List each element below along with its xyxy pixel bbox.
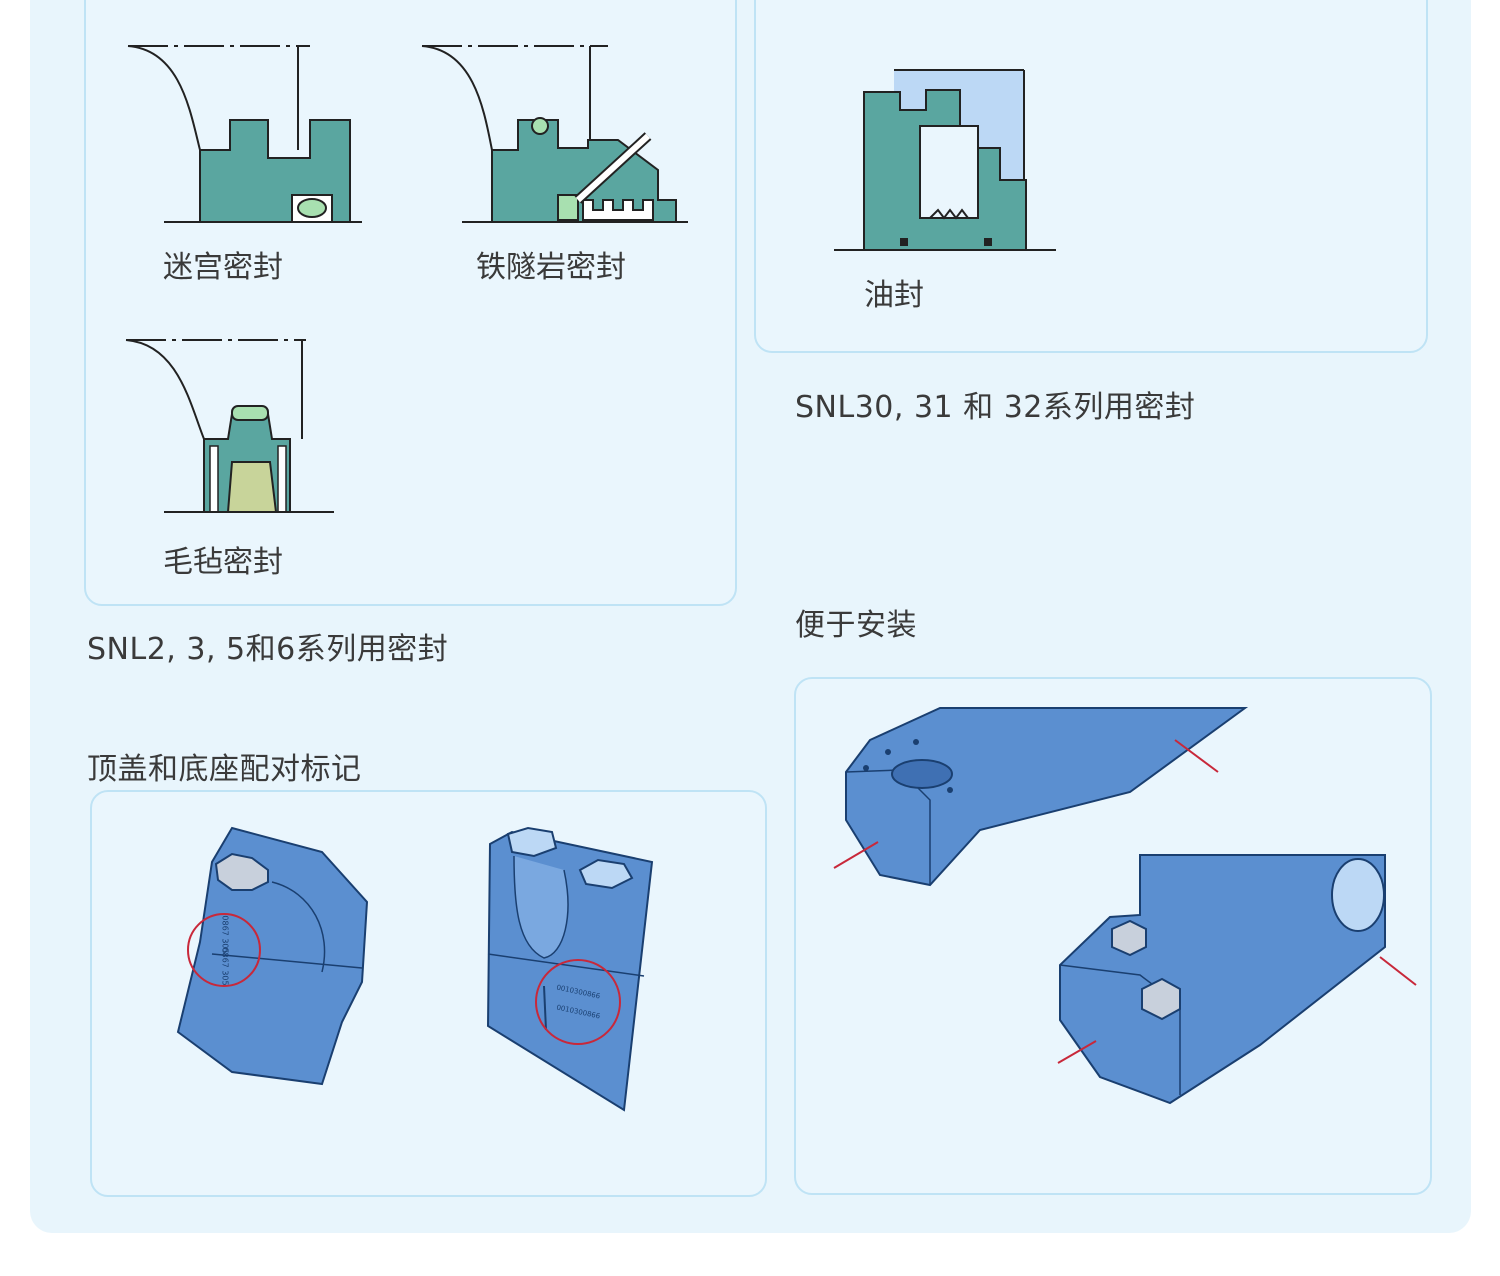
housing-base-lower bbox=[1057, 854, 1417, 1105]
housing-base-upper bbox=[833, 707, 1249, 887]
seal-label-felt: 毛毡密封 bbox=[163, 545, 283, 580]
oil-seal-diagram bbox=[834, 69, 1056, 251]
install-title: 便于安装 bbox=[795, 608, 917, 643]
taconite-seal-diagram bbox=[421, 45, 688, 223]
seals-caption-left: SNL2, 3, 5和6系列用密封 bbox=[87, 632, 449, 667]
marking-title: 顶盖和底座配对标记 bbox=[87, 752, 362, 787]
seals-card-left bbox=[84, 0, 737, 606]
labyrinth-seal-diagram bbox=[127, 45, 362, 223]
seal-label-labyrinth: 迷宫密封 bbox=[163, 250, 283, 285]
seal-label-taconite: 铁隧岩密封 bbox=[476, 250, 626, 285]
mark-code-side-bottom: 0867 305 bbox=[220, 947, 230, 986]
housing-side-view bbox=[176, 826, 369, 1086]
housing-front-view bbox=[486, 826, 654, 1112]
seal-label-oil: 油封 bbox=[864, 278, 924, 313]
felt-seal-diagram bbox=[125, 339, 334, 513]
seals-caption-right: SNL30, 31 和 32系列用密封 bbox=[795, 390, 1196, 425]
